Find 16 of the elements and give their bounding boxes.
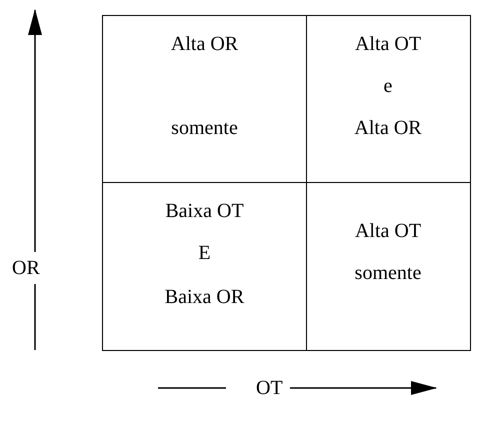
matrix-cell xyxy=(306,15,471,183)
cell-text: Alta OT xyxy=(354,219,422,243)
cell-text: E xyxy=(197,241,212,265)
cell-text: Alta OR xyxy=(170,32,240,56)
axis-label: OR xyxy=(12,256,40,280)
matrix-cell xyxy=(102,182,307,351)
cell-text: Alta OT xyxy=(354,32,422,56)
cell-text: somente xyxy=(354,261,422,285)
cell-text: e xyxy=(382,74,394,98)
axis-label: OT xyxy=(256,376,283,400)
cell-text: Baixa OT xyxy=(164,199,245,223)
cell-text: Alta OR xyxy=(353,116,423,140)
matrix-cell xyxy=(102,15,307,183)
cell-text: somente xyxy=(170,116,239,140)
cell-text: Baixa OR xyxy=(164,285,246,309)
matrix-cell xyxy=(306,182,471,351)
